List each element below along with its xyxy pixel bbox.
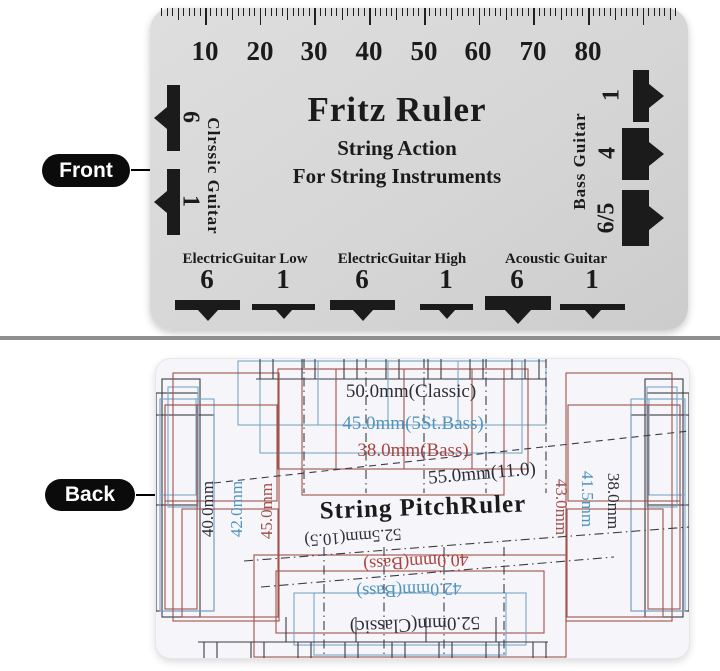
classic-guitar-label: Clrssic Guitar: [204, 117, 223, 235]
section-divider: [0, 336, 720, 340]
pitch-label: 52.0mm(Classic): [349, 611, 481, 638]
electric-guitar-low-label: ElectricGuitar Low: [182, 251, 308, 267]
marker-arrow-icon: [154, 107, 167, 129]
string-action-marker: [633, 70, 664, 122]
marker-value: 1: [585, 264, 599, 294]
ruler-number: 40: [355, 36, 383, 66]
string-action-marker: [252, 304, 315, 319]
pitch-edge-label: 42.0mm: [227, 480, 246, 538]
string-action-marker: [485, 296, 551, 324]
marker-value: 4: [594, 147, 621, 159]
pitch-edge-label: 45.0mm: [257, 482, 276, 540]
marker-arrow-icon: [351, 309, 374, 321]
string-action-marker: [560, 304, 625, 319]
string-action-marker: [175, 300, 240, 321]
string-action-marker: [154, 169, 180, 235]
ruler-number: 50: [410, 36, 438, 66]
marker-value: 6/5: [593, 202, 620, 234]
front-label: Front: [59, 159, 113, 182]
marker-value: 6: [177, 111, 204, 123]
string-action-marker: [622, 128, 664, 180]
marker-arrow-icon: [649, 142, 664, 166]
bass-guitar-label: Bass Guitar: [570, 112, 589, 210]
pitch-label: 38.0mm(Bass): [357, 440, 469, 461]
front-label-pill: Front: [42, 154, 130, 187]
marker-value: 6: [200, 264, 214, 294]
marker-arrow-icon: [583, 309, 602, 319]
pitch-edge-label: 43.0mm: [552, 478, 571, 536]
marker-value: 6: [355, 264, 369, 294]
ruler-number: 10: [191, 36, 219, 66]
marker-value: 1: [276, 264, 290, 294]
electric-guitar-high-label: ElectricGuitar High: [337, 251, 467, 267]
marker-arrow-icon: [437, 309, 456, 319]
marker-arrow-icon: [504, 309, 532, 324]
pitch-edge-label: 40.0mm: [198, 480, 217, 538]
product-subtitle: String Action: [337, 136, 457, 160]
ruler-tick-scale: [150, 8, 688, 28]
marker-arrow-icon: [274, 309, 293, 319]
pitch-label: 42.0mm(Bass): [355, 578, 463, 603]
string-action-marker: [154, 85, 180, 151]
ruler-number: 60: [464, 36, 492, 66]
marker-value: 1: [598, 89, 625, 101]
product-title: Fritz Ruler: [307, 90, 487, 129]
marker-arrow-icon: [649, 206, 664, 230]
ruler-number: 80: [574, 36, 602, 66]
product-subtitle-2: For String Instruments: [292, 164, 502, 188]
front-title-block: Fritz Ruler String Action For String Ins…: [227, 90, 567, 189]
ruler-number: 30: [300, 36, 328, 66]
acoustic-guitar-label: Acoustic Guitar: [504, 251, 608, 267]
marker-arrow-icon: [649, 84, 664, 108]
string-action-marker: [420, 304, 473, 319]
marker-value: 1: [177, 195, 204, 207]
marker-value: 6: [510, 264, 524, 294]
pitch-label: 45.0mm(5St.Bass): [342, 413, 484, 434]
string-action-marker: [622, 190, 664, 246]
marker-arrow-icon: [196, 309, 219, 321]
ruler-number: 70: [519, 36, 547, 66]
pitch-label: 50.0mm(Classic): [345, 381, 477, 402]
pitch-edge-label: 38.0mm: [604, 472, 623, 530]
string-action-marker: [330, 300, 395, 321]
ruler-number: 20: [246, 36, 274, 66]
back-label-pill: Back: [45, 479, 135, 511]
pitch-ruler-line-art: [156, 359, 689, 658]
back-ruler-card: 50.0mm(Classic) 45.0mm(5St.Bass) 38.0mm(…: [155, 358, 690, 659]
marker-arrow-icon: [154, 191, 167, 213]
back-label: Back: [64, 483, 116, 506]
marker-value: 1: [439, 264, 453, 294]
pitch-edge-label: 41.5mm: [578, 470, 597, 528]
front-ruler-card: 10 20 30 40 50 60 70 80 Fritz Ruler Stri…: [150, 8, 688, 330]
